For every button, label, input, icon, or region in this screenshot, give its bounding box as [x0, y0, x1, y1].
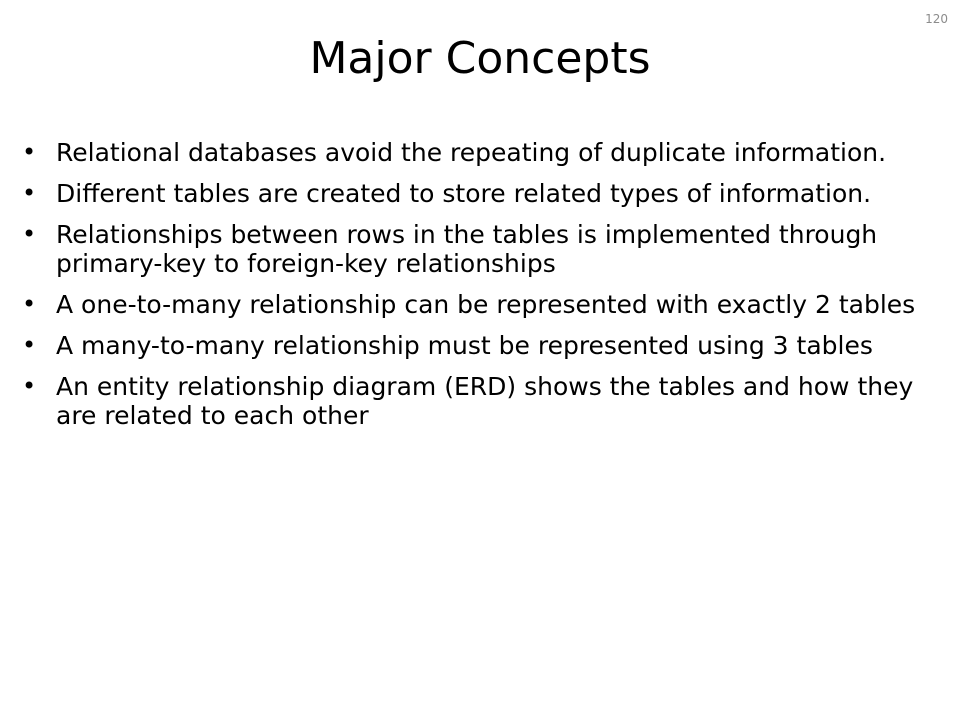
bullet-item: • Relational databases avoid the repeati… [22, 138, 942, 167]
bullet-text: Different tables are created to store re… [56, 179, 872, 208]
bullet-text: A many-to-many relationship must be repr… [56, 331, 873, 360]
bullet-text: A one-to-many relationship can be repres… [56, 290, 916, 319]
bullet-list: • Relational databases avoid the repeati… [22, 138, 942, 442]
bullet-item: • An entity relationship diagram (ERD) s… [22, 372, 942, 430]
bullet-dot-icon: • [22, 372, 37, 400]
bullet-dot-icon: • [22, 331, 37, 359]
bullet-item: • A one-to-many relationship can be repr… [22, 290, 942, 319]
bullet-dot-icon: • [22, 220, 37, 248]
bullet-dot-icon: • [22, 290, 37, 318]
bullet-item: • Relationships between rows in the tabl… [22, 220, 942, 278]
bullet-dot-icon: • [22, 179, 37, 207]
slide-title: Major Concepts [309, 33, 651, 84]
bullet-item: • A many-to-many relationship must be re… [22, 331, 942, 360]
bullet-text: An entity relationship diagram (ERD) sho… [56, 372, 914, 430]
bullet-text: Relationships between rows in the tables… [56, 220, 878, 278]
bullet-dot-icon: • [22, 138, 37, 166]
bullet-item: • Different tables are created to store … [22, 179, 942, 208]
slide-number: 120 [925, 12, 948, 26]
bullet-text: Relational databases avoid the repeating… [56, 138, 887, 167]
